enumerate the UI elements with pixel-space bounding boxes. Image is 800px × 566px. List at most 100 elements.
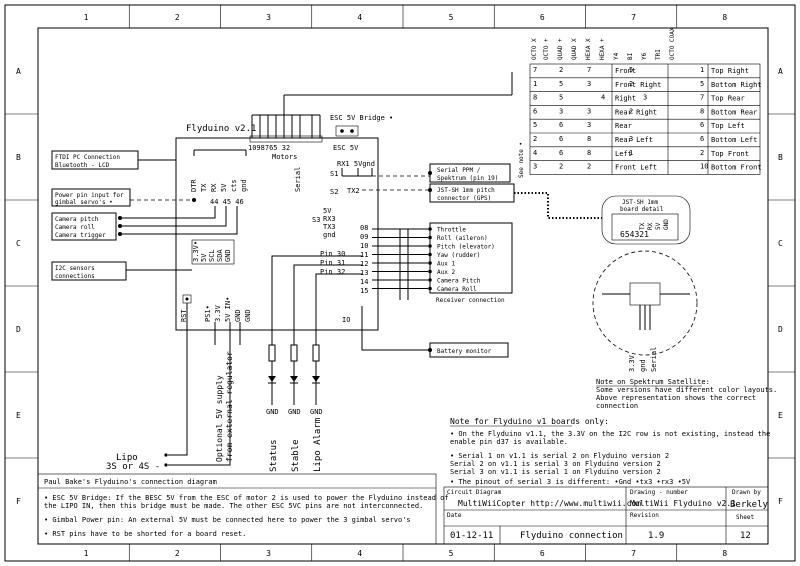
table-position-coax: Top Front: [711, 150, 749, 158]
serial3-pinout-note: • The pinout of serial 3 is different: •…: [450, 478, 691, 486]
svg-text:TX: TX: [200, 183, 208, 192]
grid-row-right: B: [778, 153, 783, 162]
i2c-box: [51, 261, 127, 281]
led-status-gnd: GND: [266, 408, 279, 416]
board-title: Flyduino v2.1: [186, 124, 256, 134]
circuit-label: Circuit Diagram: [447, 489, 502, 496]
satellite-serial: Serial: [650, 347, 658, 372]
camera-roll-label: Camera roll: [55, 224, 95, 231]
led-lipo-alarm-label: Lipo Alarm: [313, 418, 323, 472]
satellite-3v3: 3.3V: [628, 354, 636, 372]
s3-rx3: RX3: [323, 215, 336, 223]
receiver-channel-0: Throttle: [437, 227, 466, 234]
title-value: Flyduino connection: [520, 531, 623, 541]
jst-line-1: JST-SH 1mm pitch: [437, 187, 495, 194]
satellite-note-2: Above representation shows the correct: [596, 394, 756, 402]
pin-31-label: Pin 31: [320, 259, 345, 267]
table-cell: 2: [700, 149, 704, 157]
drawing-value: MultiWii Flyduino v2.1: [630, 499, 736, 508]
table-col-header: HEXA X: [585, 38, 592, 60]
jst-pin-tx: TX: [639, 222, 646, 230]
optional-supply-line-2: from external regulator: [225, 351, 234, 462]
satellite-note-1: Some versions have different color layou…: [596, 386, 777, 394]
satellite-note-title: Note on Spektrum Satellite:: [596, 378, 710, 386]
i2c-line-1: I2C sensors: [55, 265, 95, 272]
grid-col-bottom: 5: [449, 549, 454, 558]
svg-text:09: 09: [360, 233, 368, 241]
esc-5v-label: ESC 5V: [333, 144, 359, 152]
satellite-connector: [629, 282, 661, 306]
table-position: Front Right: [615, 81, 661, 89]
camera-servo-box: [51, 212, 117, 241]
power-header: PS1• 3.3V 5V IN• GND GND: [204, 297, 252, 322]
table-position-coax: Bottom Right: [711, 81, 762, 89]
table-cell: 8: [587, 135, 591, 143]
ftdi-line-2: Bluetooth - LCD: [55, 162, 110, 169]
svg-text:5V: 5V: [220, 183, 228, 192]
grid-col-bottom: 3: [266, 549, 271, 558]
table-cell: 3: [643, 94, 647, 102]
table-cell: 6: [533, 107, 537, 115]
grid-row-right: C: [778, 239, 783, 248]
revision-value: 1.9: [648, 531, 664, 541]
svg-text:13: 13: [360, 269, 368, 277]
serial-ppm-line-2: Spektrum (pin 19): [437, 175, 498, 182]
jst-detail-title-2: board detail: [620, 206, 664, 213]
svg-text:3.3V: 3.3V: [214, 304, 222, 322]
svg-text:GND: GND: [224, 249, 232, 262]
receiver-channel-4: Aux 1: [437, 261, 455, 268]
bottom-caption: Paul Bake's Flyduino's connection diagra…: [44, 478, 217, 486]
battery-monitor-label: Battery monitor: [437, 348, 492, 355]
table-cell: 6: [700, 135, 704, 143]
svg-text:3.3V•: 3.3V•: [192, 241, 200, 262]
grid-row-left: E: [16, 411, 21, 420]
table-col-header: OCTO +: [543, 38, 550, 60]
table-col-header: HEXA +: [599, 38, 606, 60]
table-position-coax: Top Right: [711, 67, 749, 75]
rst-label: RST: [180, 309, 188, 322]
jst-detail-outline: [601, 195, 691, 245]
svg-text:PS1•: PS1•: [204, 305, 212, 322]
bottom-note-line: • RST pins have to be shorted for a boar…: [44, 530, 246, 538]
pin-30-label: Pin 30: [320, 250, 345, 258]
led-stable-gnd: GND: [288, 408, 301, 416]
s3-label: S3: [312, 216, 320, 224]
grid-col-top: 4: [357, 13, 362, 22]
table-cell: 5: [700, 80, 704, 88]
grid-row-left: F: [16, 497, 21, 506]
lipo-label: Lipo: [116, 453, 138, 463]
table-cell: 5: [559, 94, 563, 102]
svg-text:GND: GND: [244, 309, 252, 322]
grid-row-left: B: [16, 153, 21, 162]
grid-col-top: 3: [266, 13, 271, 22]
optional-supply-line-1: Optional 5V supply: [215, 375, 224, 462]
grid-col-top: 1: [84, 13, 89, 22]
table-position: Rear: [615, 122, 632, 130]
table-cell: 4: [601, 94, 605, 102]
svg-text:DTR: DTR: [190, 179, 198, 192]
table-position-coax: Bottom Front: [711, 164, 762, 172]
v1-note-line: enable pin d37 is available.: [450, 438, 568, 446]
grid-col-top: 7: [631, 13, 636, 22]
i2c-line-2: connections: [55, 273, 95, 280]
jst-pin-numbers: 654321: [620, 230, 649, 239]
jst-line-2: connector (GPS): [437, 195, 491, 202]
v1-notes-title: Note for Flyduino v1 boards only:: [450, 417, 609, 426]
receiver-channel-5: Aux 2: [437, 269, 455, 276]
drawn-by-label: Drawn by: [732, 489, 761, 496]
table-position-coax: Top Rear: [711, 95, 745, 103]
table-position: Front Left: [615, 164, 657, 172]
table-col-header: QUAD X: [571, 38, 578, 60]
gimbal-pins-44-46: 44 45 46: [210, 198, 244, 206]
motors-pin-numbers: 1098765 32: [248, 144, 290, 152]
table-cell: 4: [533, 149, 537, 157]
table-cell: 8: [587, 149, 591, 157]
led-lipo-gnd: GND: [310, 408, 323, 416]
svg-text:15: 15: [360, 287, 368, 295]
bottom-note-line: the LIPO IN, then this bridge must be ma…: [44, 502, 423, 510]
grid-col-top: 5: [449, 13, 454, 22]
table-col-header: Y4: [613, 52, 620, 60]
jst-pin-rx: RX: [647, 222, 654, 230]
table-cell: 2: [629, 80, 633, 88]
